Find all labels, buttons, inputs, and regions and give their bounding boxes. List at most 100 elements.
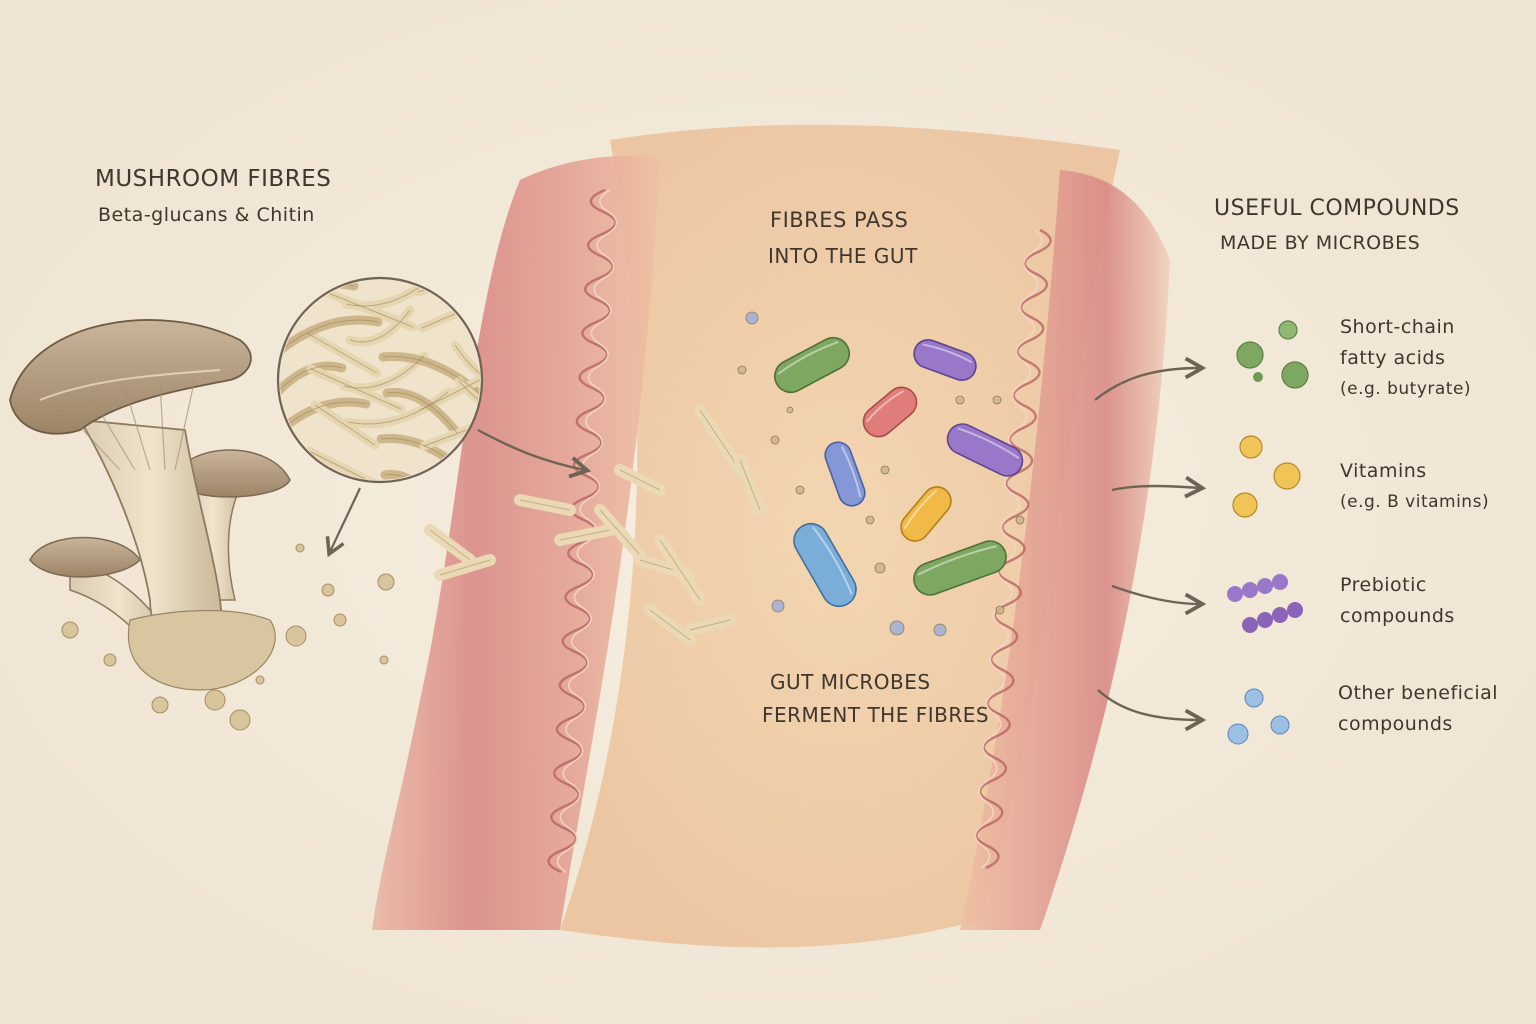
mushroom-subtitle: Beta-glucans & Chitin bbox=[98, 204, 315, 226]
fibre-crumb bbox=[379, 655, 389, 665]
fibre-crumb bbox=[229, 709, 251, 731]
bacterium-body bbox=[946, 423, 1024, 477]
arrow-prebiotic bbox=[1111, 584, 1207, 616]
fibre-fragment-outline bbox=[429, 529, 471, 561]
lens-fibre-outline bbox=[310, 368, 402, 410]
bacterium-highlight bbox=[840, 445, 862, 498]
lens-fibre-outline bbox=[423, 415, 480, 447]
lumen-particle bbox=[880, 465, 890, 475]
fibre-crumb bbox=[285, 625, 307, 647]
compound-item-short-chain: Short-chain fatty acids (e.g. butyrate) bbox=[1340, 312, 1471, 405]
lens-fibre-outline bbox=[314, 404, 376, 446]
bacterium-icon bbox=[824, 441, 866, 507]
fibre-fragment-outline bbox=[689, 619, 731, 631]
blue-molecule-icon bbox=[1227, 688, 1290, 745]
purple-chain-icon bbox=[1227, 574, 1303, 633]
lens-fibre-outline bbox=[280, 319, 379, 353]
bacterium-highlight bbox=[903, 489, 938, 530]
fibre-fragment-outline bbox=[619, 469, 661, 491]
lumen-particle bbox=[995, 605, 1005, 615]
lumen-particle bbox=[795, 485, 805, 495]
lumen-particle bbox=[745, 311, 759, 325]
lens-fibre-outline bbox=[384, 474, 446, 480]
bacterium-highlight bbox=[922, 343, 973, 364]
compound-item-line: Prebiotic bbox=[1340, 574, 1427, 596]
lumen-particle bbox=[865, 515, 875, 525]
mushroom-title: MUSHROOM FIBRES bbox=[95, 166, 332, 192]
arrow-short-chain bbox=[1094, 356, 1207, 401]
fibre-fragment-outline bbox=[699, 409, 741, 471]
bacterium-body bbox=[862, 386, 918, 438]
villi-right bbox=[975, 228, 1052, 870]
fibre-crumb bbox=[255, 675, 265, 685]
gut-top-line1: FIBRES PASS bbox=[770, 208, 909, 232]
lumen-particle bbox=[1015, 515, 1025, 525]
bacterium-body bbox=[793, 522, 857, 608]
fibre-crumb bbox=[103, 653, 117, 667]
lumen-particle bbox=[770, 435, 780, 445]
gut-top-line2: INTO THE GUT bbox=[768, 244, 918, 268]
arrow-lens-to-mushroom bbox=[325, 487, 362, 558]
fibre-fragment-outline bbox=[739, 459, 761, 511]
lens-fibre-outline bbox=[347, 391, 449, 425]
fibre-fragments bbox=[424, 404, 766, 646]
arrow-other bbox=[1097, 689, 1207, 732]
gut-wall-left bbox=[372, 156, 660, 930]
compound-item-line: fatty acids bbox=[1340, 347, 1446, 369]
fibre-fragment-outline bbox=[519, 499, 571, 511]
bacterium-icon bbox=[774, 336, 850, 394]
bacterium-body bbox=[774, 336, 850, 394]
lens-fibre-outline bbox=[349, 309, 411, 343]
lumen-particle bbox=[737, 365, 747, 375]
fibre-crumb bbox=[333, 613, 347, 627]
fibre-fragment-outline bbox=[559, 529, 611, 541]
compound-item-other: Other beneficial compounds bbox=[1338, 678, 1498, 740]
fibre-fragment-outline bbox=[439, 559, 491, 576]
lumen-particle bbox=[771, 599, 785, 613]
lens-fibre-outline bbox=[454, 344, 480, 386]
lens-fibre-outline bbox=[386, 392, 458, 434]
compound-item-line: Vitamins bbox=[1340, 460, 1427, 482]
compound-item-line: (e.g. butyrate) bbox=[1340, 379, 1472, 399]
lumen-particles bbox=[737, 311, 1025, 637]
compound-item-line: Short-chain bbox=[1340, 316, 1455, 338]
fibre-crumb bbox=[321, 583, 335, 597]
green-molecule-icon bbox=[1236, 320, 1309, 389]
fibre-fragment-outline bbox=[599, 509, 641, 556]
bacterium-highlight bbox=[777, 341, 839, 375]
lens-fibre-outline bbox=[280, 365, 343, 399]
bacterium-highlight bbox=[812, 526, 853, 595]
lumen-particle bbox=[889, 620, 905, 636]
compounds-title-line2: MADE BY MICROBES bbox=[1220, 232, 1421, 254]
compound-item-vitamins: Vitamins (e.g. B vitamins) bbox=[1340, 456, 1489, 518]
fibre-crumbs bbox=[61, 543, 395, 731]
bacterium-highlight bbox=[866, 389, 905, 423]
gut-bacteria bbox=[774, 336, 1024, 608]
bacterium-body bbox=[913, 339, 977, 381]
lens-fibre-outline bbox=[458, 380, 480, 422]
lumen-particle bbox=[992, 395, 1002, 405]
fibre-fragment-outline bbox=[659, 539, 701, 601]
arrow-vitamins bbox=[1111, 475, 1207, 499]
lumen-particle bbox=[874, 562, 886, 574]
fibre-crumb bbox=[377, 573, 395, 591]
bacterium-icon bbox=[900, 486, 952, 542]
compound-item-line: compounds bbox=[1340, 605, 1455, 627]
compound-item-line: (e.g. B vitamins) bbox=[1340, 492, 1490, 512]
lumen-particle bbox=[955, 395, 965, 405]
fibre-crumb bbox=[295, 543, 305, 553]
bacterium-highlight bbox=[917, 545, 997, 576]
fibre-crumb bbox=[151, 696, 169, 714]
compound-item-line: compounds bbox=[1338, 713, 1453, 735]
lumen-particle bbox=[933, 623, 947, 637]
yellow-molecule-icon bbox=[1232, 435, 1301, 518]
lumen-particle bbox=[786, 406, 794, 414]
mushroom-icon bbox=[9, 319, 291, 691]
gut-lumen bbox=[560, 124, 1120, 948]
compound-item-prebiotic: Prebiotic compounds bbox=[1340, 570, 1455, 632]
bacterium-icon bbox=[913, 540, 1007, 596]
lens-fibre-outline bbox=[382, 356, 480, 398]
bacterium-highlight bbox=[957, 427, 1020, 459]
gut-wall-right bbox=[960, 170, 1170, 930]
